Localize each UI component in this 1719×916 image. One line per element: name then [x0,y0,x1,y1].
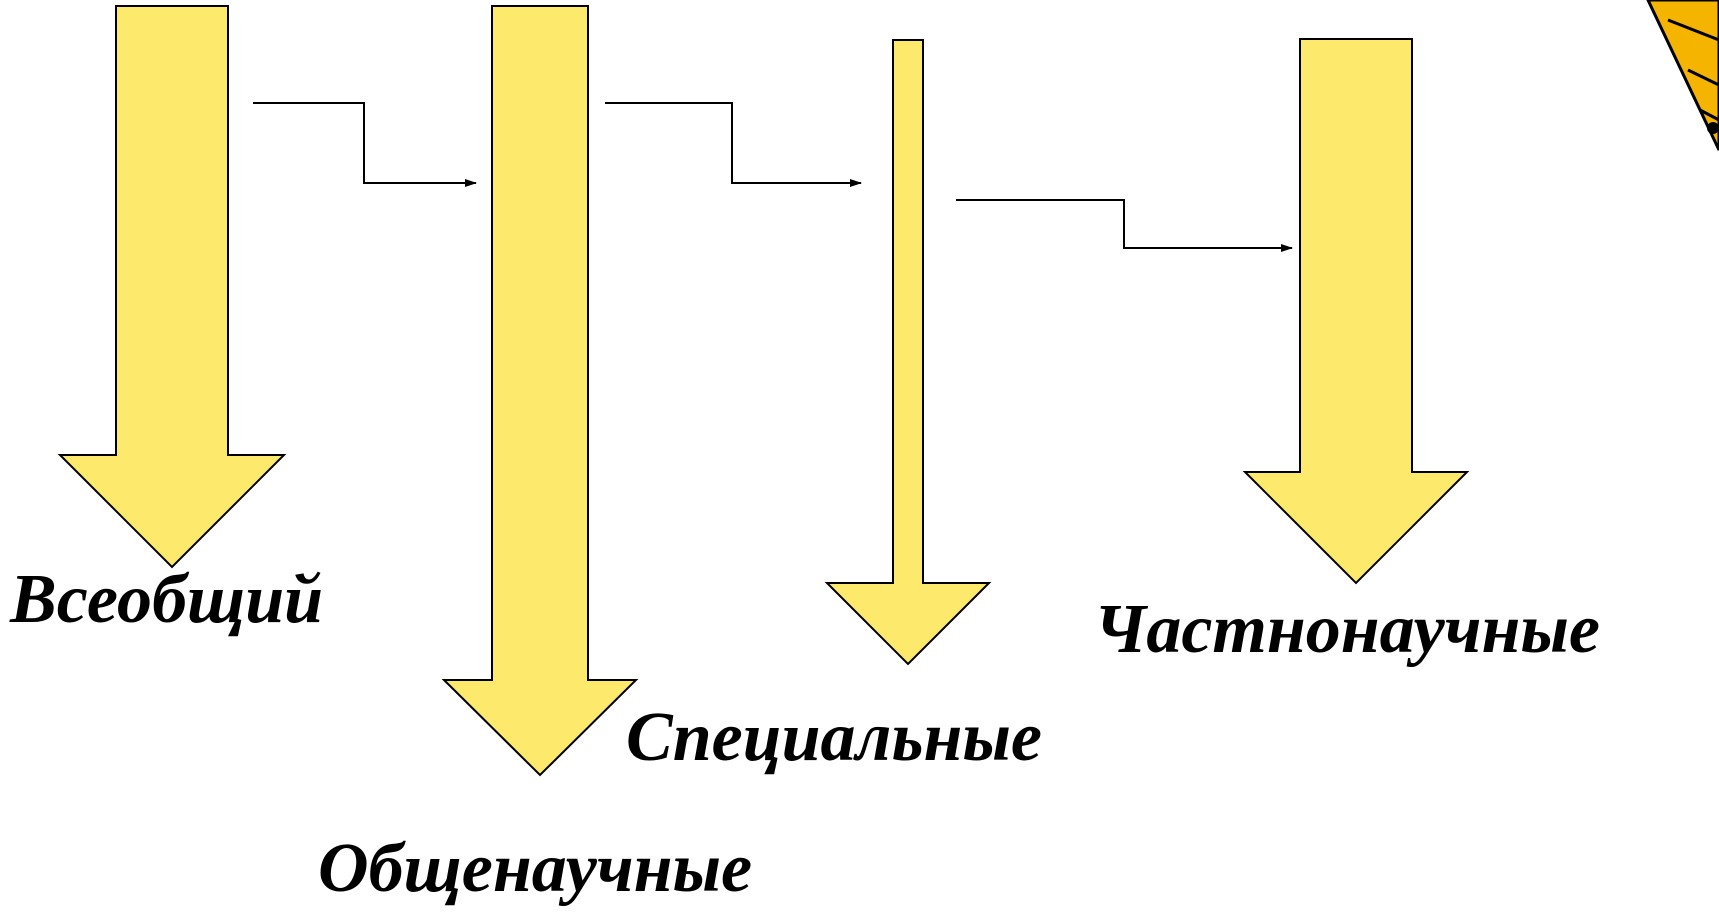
label-special: Специальные [626,699,1042,776]
connector-special-to-partial [956,199,1293,252]
arrow-partial-scientific [1242,38,1470,585]
connector-universal-to-general [253,102,477,187]
arrow-general-scientific [441,5,639,777]
label-partial-scientific: Частнонаучные [1094,591,1600,668]
arrow-special [824,39,992,666]
arrow-universal [57,5,287,569]
connector-general-to-special [605,102,862,187]
label-universal: Всеобщий [10,561,324,638]
label-general-scientific: Общенаучные [318,830,753,907]
corner-decoration [1646,0,1719,151]
